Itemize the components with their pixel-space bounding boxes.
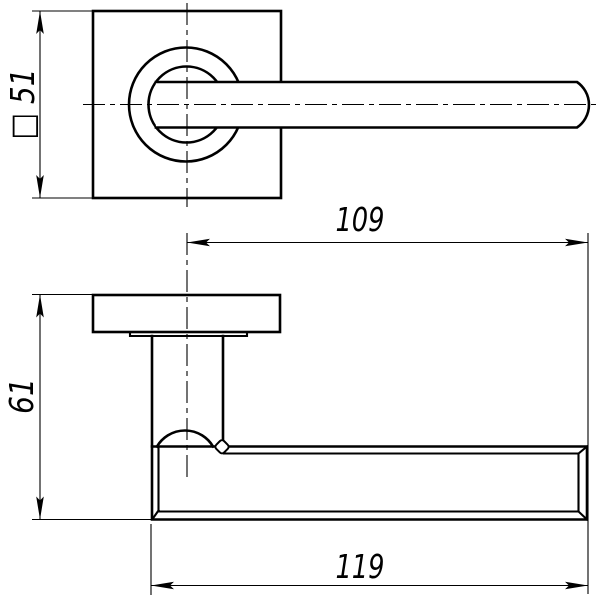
arrow-down-icon — [36, 175, 44, 198]
dimension-label-square-51: □ 51 — [5, 68, 43, 139]
arrow-left-icon — [187, 238, 210, 247]
lever-chamfer-inner-lines — [151, 445, 589, 521]
dimension-center-to-end-109: 109 — [187, 201, 589, 594]
dimension-lines-square51 — [32, 10, 93, 199]
dimension-rosette-square: □ 51 — [5, 10, 93, 199]
dimension-label-61: 61 — [4, 378, 42, 414]
dimension-lines-119 — [150, 524, 588, 595]
dimension-label-119: 119 — [335, 548, 384, 586]
neck-fillet-detail — [214, 439, 230, 455]
arrow-right-icon — [565, 238, 588, 247]
rosette-side-plate — [91, 293, 282, 334]
lever-front-outline — [154, 80, 591, 129]
dimension-lines-61 — [32, 293, 151, 521]
dimension-height-61: 61 — [4, 293, 151, 521]
dimension-total-length-119: 119 — [150, 524, 588, 595]
front-view — [83, 3, 598, 207]
arrow-right-icon — [565, 581, 588, 590]
rose-collar — [128, 330, 249, 338]
dimension-lines-109 — [187, 233, 589, 594]
arrow-up-icon — [36, 11, 44, 34]
dimension-label-109: 109 — [335, 201, 384, 239]
side-view — [91, 233, 589, 521]
neck-dome-arc — [155, 429, 215, 449]
arrow-up-icon — [36, 294, 44, 318]
arrow-down-icon — [36, 496, 44, 520]
arrow-left-icon — [151, 581, 174, 590]
lever-side-outer-contour — [150, 334, 589, 521]
